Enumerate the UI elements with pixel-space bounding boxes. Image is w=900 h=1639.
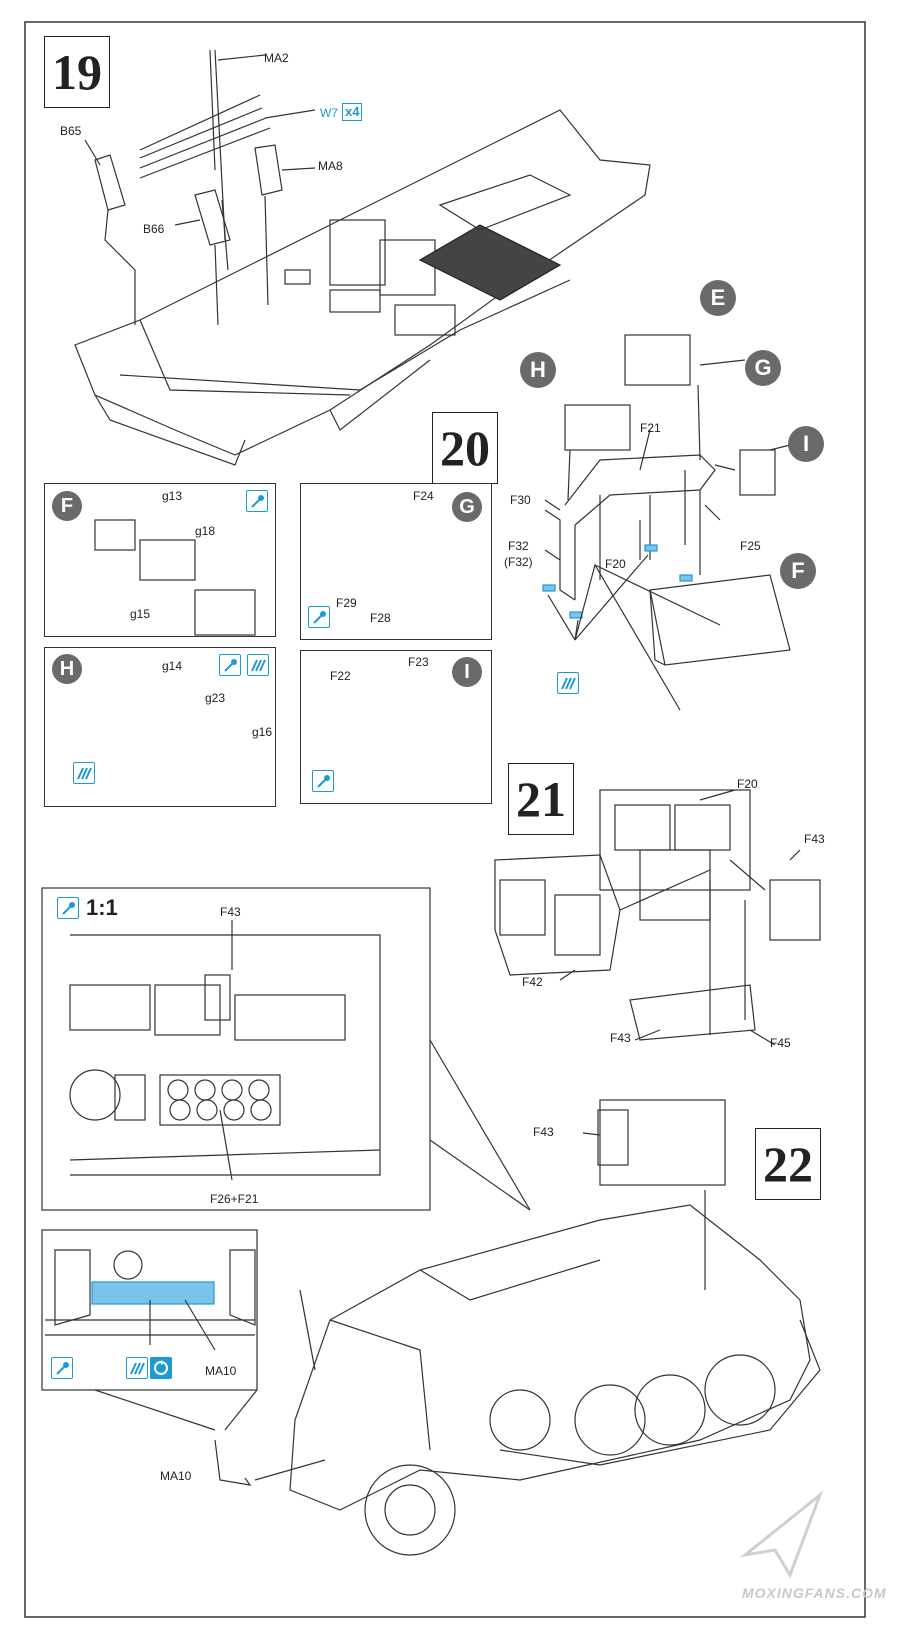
glue-icon <box>126 1357 148 1379</box>
hull-interior-drawing <box>74 109 651 466</box>
rotate-icon <box>150 1357 172 1379</box>
part-label-ma10: MA10 <box>160 1469 192 1483</box>
paint-icon <box>57 897 79 919</box>
badge-f-sub: F <box>52 491 82 521</box>
part-label-f21: F21 <box>640 421 661 435</box>
part-label-f20: F20 <box>605 557 626 571</box>
paint-icon <box>308 606 330 628</box>
part-label-ma10: MA10 <box>205 1364 237 1378</box>
part-label-f32-alt: (F32) <box>504 555 533 569</box>
paint-icon <box>246 490 268 512</box>
part-label-b65: B65 <box>60 124 82 138</box>
paint-icon <box>312 770 334 792</box>
glue-icon <box>247 654 269 676</box>
part-label-ma2: MA2 <box>264 51 289 65</box>
ma10-detail-box <box>41 1229 258 1391</box>
step-number-20: 20 <box>432 412 498 484</box>
part-label-ma8: MA8 <box>318 159 343 173</box>
part-label-f42: F42 <box>522 975 543 989</box>
step-number-22: 22 <box>755 1128 821 1200</box>
frame-assembly-drawing <box>542 334 791 711</box>
part-label-f43: F43 <box>804 832 825 846</box>
paint-icon <box>51 1357 73 1379</box>
part-label-w7: W7 <box>320 106 338 120</box>
part-label-g14: g14 <box>162 659 183 673</box>
part-label-f30: F30 <box>510 493 531 507</box>
part-label-g13: g13 <box>162 489 183 503</box>
part-label-f45: F45 <box>770 1036 791 1050</box>
part-label-g15: g15 <box>130 607 151 621</box>
badge-i: I <box>788 426 824 462</box>
antenna-parts <box>139 49 271 241</box>
step-number-21: 21 <box>508 763 574 835</box>
paint-icon <box>219 654 241 676</box>
part-label-f26-f21: F26+F21 <box>210 1192 259 1206</box>
badge-e: E <box>700 280 736 316</box>
part-label-f23: F23 <box>408 655 429 669</box>
quantity-badge: x4 <box>342 103 363 121</box>
part-label-g18: g18 <box>195 524 216 538</box>
badge-i-sub: I <box>452 657 482 687</box>
radio-rack-drawing <box>494 789 821 1041</box>
badge-g: G <box>745 350 781 386</box>
badge-h: H <box>520 352 556 388</box>
halftrack-vehicle-drawing <box>289 1099 821 1556</box>
part-label-f43: F43 <box>220 905 241 919</box>
badge-g-sub: G <box>452 492 482 522</box>
part-label-f25: F25 <box>740 539 761 553</box>
detail-scale-drawing <box>69 934 381 1176</box>
subassembly-box-f <box>44 483 276 637</box>
glue-icon <box>557 672 579 694</box>
part-label-f43: F43 <box>610 1031 631 1045</box>
detail-scale-box <box>41 887 431 1211</box>
step-number-19: 19 <box>44 36 110 108</box>
scale-label: 1:1 <box>86 895 118 920</box>
glue-icon <box>73 762 95 784</box>
part-label-g16: g16 <box>252 725 273 739</box>
part-label-f29: F29 <box>336 596 357 610</box>
part-label-f32: F32 <box>508 539 529 553</box>
part-label-f43: F43 <box>533 1125 554 1139</box>
part-label-f28: F28 <box>370 611 391 625</box>
part-label-f24: F24 <box>413 489 434 503</box>
part-label-f22: F22 <box>330 669 351 683</box>
watermark-text: MOXINGFANS.COM <box>742 1585 887 1601</box>
part-label-g23: g23 <box>205 691 226 705</box>
part-label-f20: F20 <box>737 777 758 791</box>
badge-h-sub: H <box>52 654 82 684</box>
badge-f: F <box>780 553 816 589</box>
part-label-b66: B66 <box>143 222 165 236</box>
page-border <box>24 21 866 1618</box>
